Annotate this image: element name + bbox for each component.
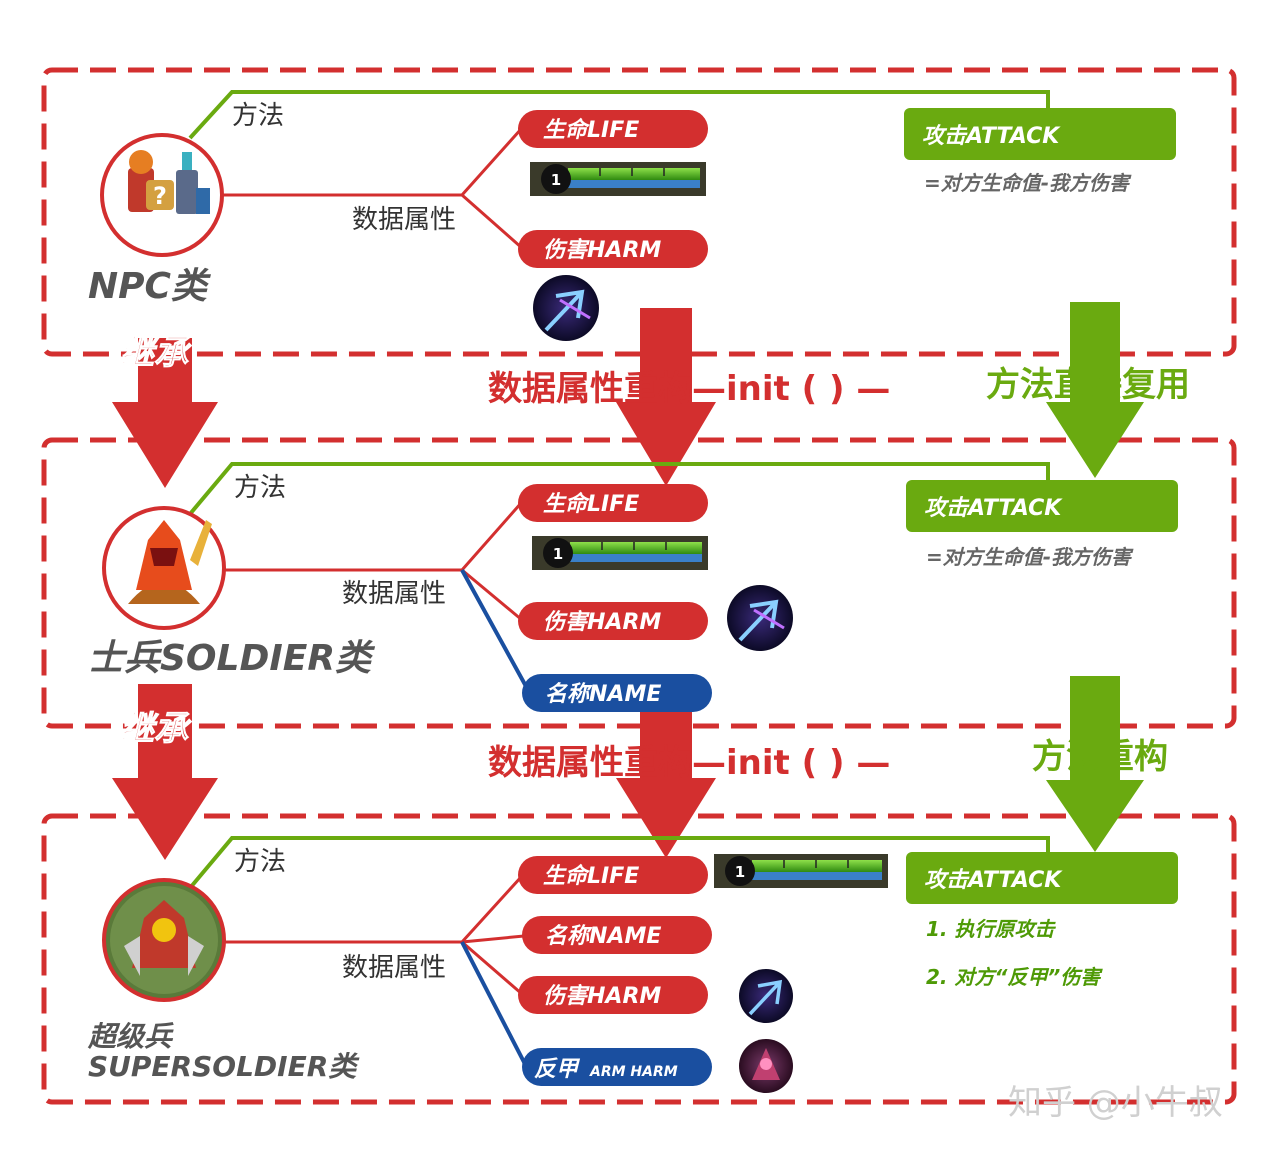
data-refactor-label-2: 数据属性重构—init ( ) — — [488, 743, 890, 783]
class-name: NPC类 — [88, 266, 212, 307]
inherit-label-1: 继承 — [120, 333, 192, 373]
data-refactor-arrow-2 — [616, 682, 716, 858]
health-bar: 1 — [532, 536, 708, 570]
data-label: 数据属性 — [352, 205, 456, 235]
data-connector-down — [460, 569, 530, 691]
class-name-line2: SUPERSOLDIER类 — [88, 1050, 360, 1083]
class-name: 士兵SOLDIER类 — [88, 638, 376, 679]
inherit-label-2: 继承 — [120, 709, 192, 749]
method-connector — [188, 462, 1050, 516]
svg-text:生命LIFE: 生命LIFE — [543, 117, 639, 143]
method-note: =对方生命值-我方伤害 — [926, 545, 1134, 569]
method-button-attack: 攻击ATTACK — [904, 108, 1176, 160]
arm-harm-orb-icon — [739, 1039, 793, 1093]
level-number: 1 — [735, 863, 745, 881]
svg-text:反甲: 反甲 — [534, 1057, 581, 1082]
svg-text:生命LIFE: 生命LIFE — [543, 863, 639, 889]
data-connector-harm — [461, 940, 523, 996]
data-label: 数据属性 — [342, 579, 446, 609]
method-label: 方法 — [232, 101, 284, 131]
svg-text:攻击ATTACK: 攻击ATTACK — [924, 868, 1063, 893]
data-connector-name — [461, 934, 525, 944]
health-bar: 1 — [714, 854, 888, 888]
npc-class: ? 方法 数据属性 NPC类 生命LIFE 1 伤害HARM — [88, 90, 1176, 341]
data-connector-armharm — [460, 941, 528, 1067]
attr-pill-life: 生命LIFE — [518, 484, 708, 522]
harm-orb-icon — [727, 585, 793, 651]
attr-pill-harm: 伤害HARM — [518, 230, 708, 268]
method-refactor-arrow — [1046, 676, 1144, 852]
method-button-attack: 攻击ATTACK — [906, 852, 1178, 904]
data-label: 数据属性 — [342, 953, 446, 983]
harm-orb-icon — [533, 275, 599, 341]
level-number: 1 — [553, 545, 563, 563]
data-connector-down — [461, 193, 523, 250]
attr-pill-armharm: 反甲 ARM HARM — [522, 1048, 712, 1086]
data-refactor-arrow-1 — [616, 308, 716, 486]
inherit-arrow-2 — [112, 684, 218, 860]
svg-text:伤害HARM: 伤害HARM — [543, 237, 661, 263]
attr-pill-harm: 伤害HARM — [518, 976, 708, 1014]
svg-text:攻击ATTACK: 攻击ATTACK — [924, 496, 1063, 521]
health-bar: 1 — [530, 162, 706, 196]
svg-text:名称NAME: 名称NAME — [545, 924, 661, 949]
attr-pill-life: 生命LIFE — [518, 110, 708, 148]
inherit-arrow-1 — [112, 338, 218, 488]
data-connector-mid — [461, 568, 523, 622]
method-reuse-label: 方法直接复用 — [986, 365, 1190, 405]
svg-text:伤害HARM: 伤害HARM — [543, 609, 661, 635]
method-label: 方法 — [234, 473, 286, 503]
method-label: 方法 — [234, 847, 286, 877]
data-connector-up — [460, 501, 524, 571]
supersoldier-class: 方法 数据属性 超级兵 SUPERSOLDIER类 生命LIFE 1 名称NAM… — [87, 836, 1178, 1093]
data-connector-life — [460, 874, 524, 944]
method-button-attack: 攻击ATTACK — [906, 480, 1178, 532]
svg-text:生命LIFE: 生命LIFE — [543, 491, 639, 517]
svg-text:ARM HARM: ARM HARM — [589, 1064, 678, 1080]
supersoldier-character-icon — [102, 878, 226, 1002]
soldier-character-icon — [102, 506, 226, 630]
method-note-step-1: 1. 执行原攻击 — [926, 917, 1056, 941]
class-name-line1: 超级兵 — [87, 1020, 174, 1053]
method-note-step-2: 2. 对方“反甲”伤害 — [926, 965, 1103, 989]
data-connector-up — [460, 126, 524, 197]
attr-pill-harm: 伤害HARM — [518, 602, 708, 640]
data-refactor-label-1: 数据属性重构—init ( ) — — [488, 369, 890, 409]
attr-pill-name: 名称NAME — [522, 674, 712, 712]
level-number: 1 — [551, 171, 561, 189]
method-reuse-arrow — [1046, 302, 1144, 478]
soldier-class: 方法 数据属性 士兵SOLDIER类 生命LIFE 1 伤害HARM — [88, 462, 1178, 712]
attr-pill-name: 名称NAME — [522, 916, 712, 954]
method-note: =对方生命值-我方伤害 — [924, 171, 1132, 195]
method-refactor-label: 方法重构 — [1032, 737, 1168, 777]
svg-text:攻击ATTACK: 攻击ATTACK — [922, 124, 1061, 149]
method-connector — [188, 836, 1050, 890]
attr-pill-life: 生命LIFE — [518, 856, 708, 894]
npc-character-icon: ? — [100, 133, 224, 257]
method-connector — [188, 90, 1050, 140]
svg-text:?: ? — [153, 182, 167, 210]
svg-text:名称NAME: 名称NAME — [545, 682, 661, 707]
harm-orb-icon — [739, 969, 793, 1023]
supersoldier-class-box — [41, 813, 1237, 1105]
watermark: 知乎 @小牛叔 — [1008, 1083, 1223, 1123]
svg-text:伤害HARM: 伤害HARM — [543, 983, 661, 1009]
npc-class-box — [41, 67, 1237, 357]
